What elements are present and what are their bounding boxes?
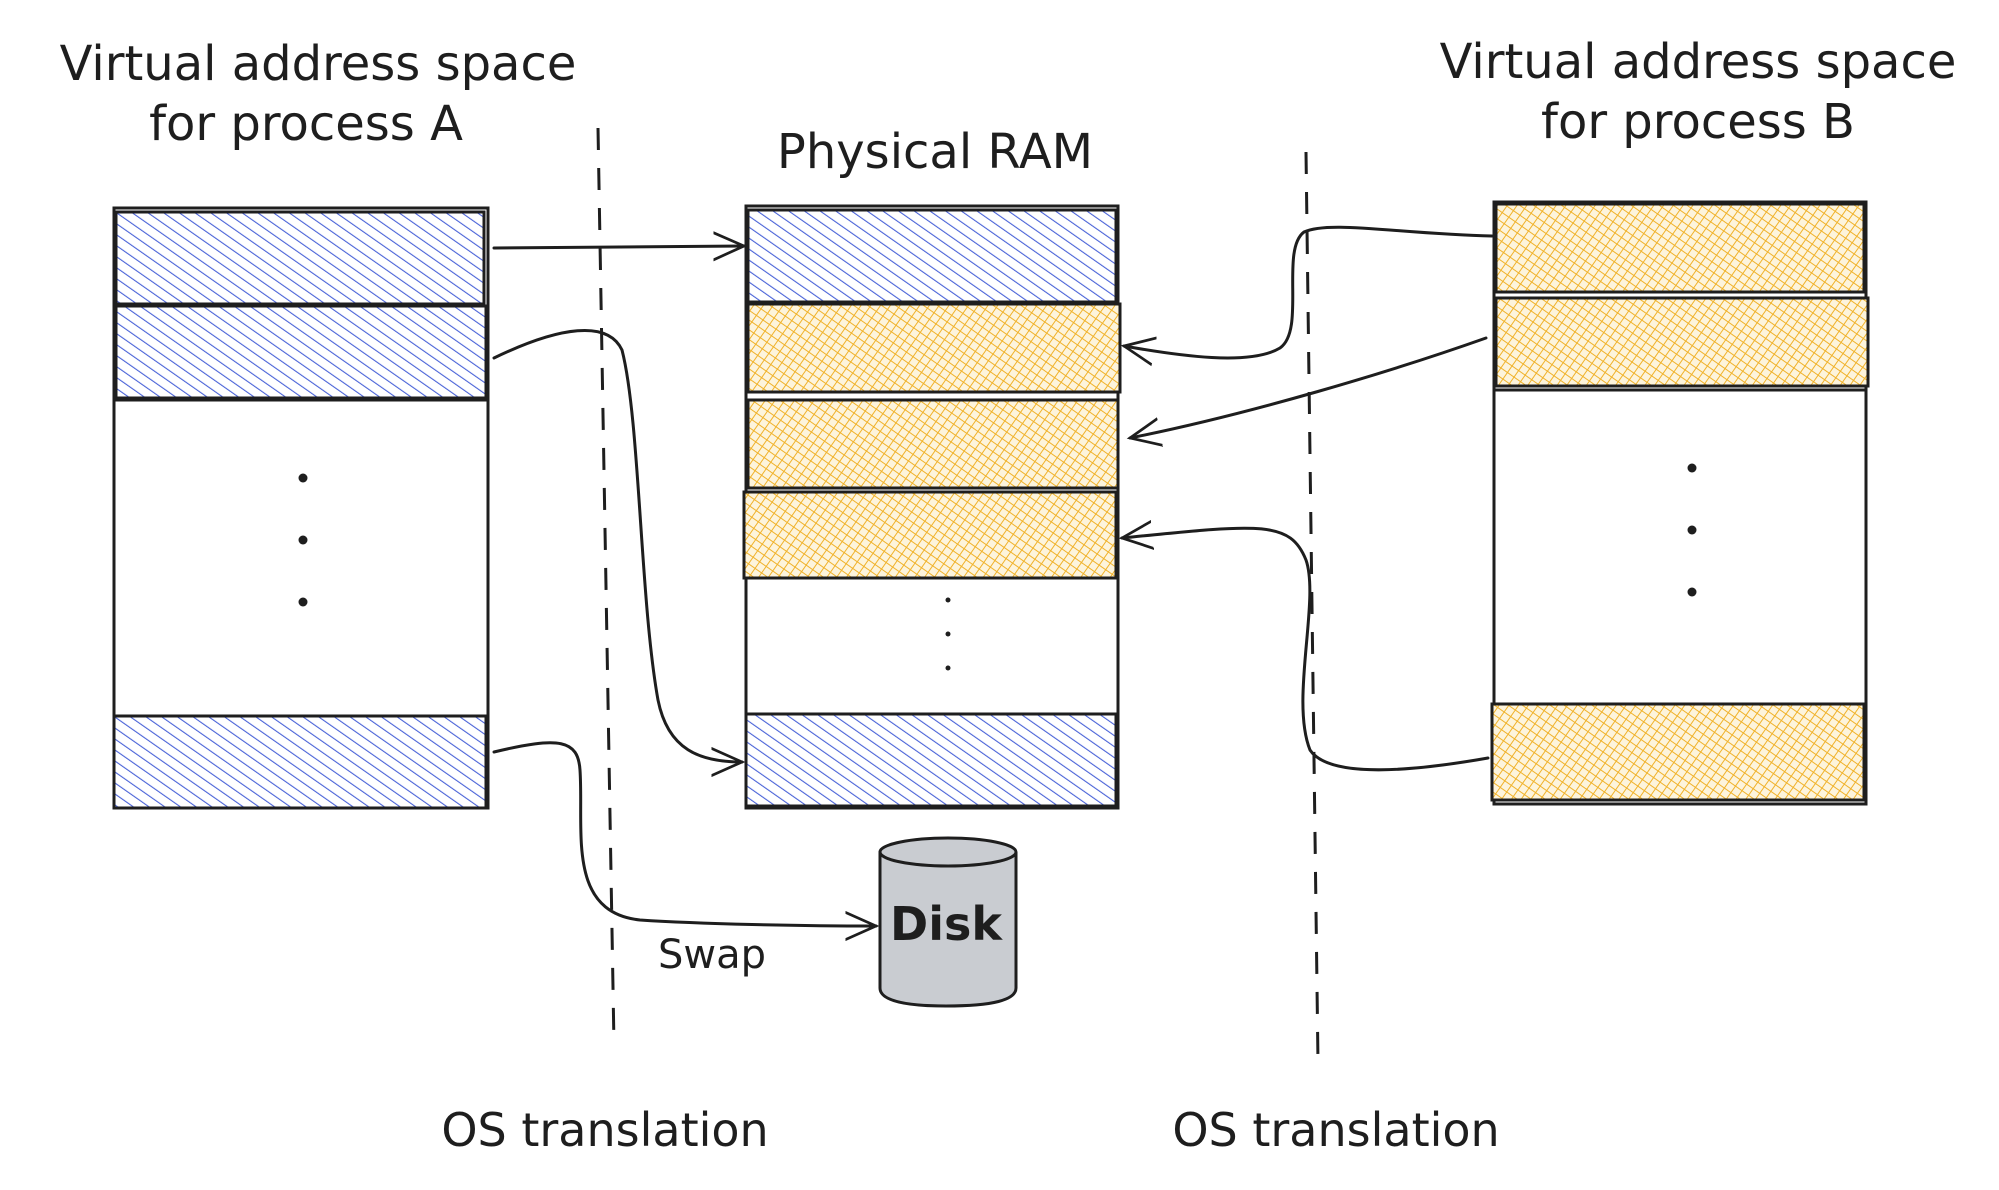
os-translation-right-label: OS translation	[1172, 1103, 1499, 1157]
left-divider-line	[596, 127, 616, 1046]
ram-frame-4-process-b	[742, 490, 1118, 580]
arrow-a1-to-ram1	[492, 246, 744, 248]
process-a-ellipsis-dot	[298, 597, 308, 607]
disk: Disk	[878, 836, 1018, 1008]
swap-label: Swap	[658, 932, 766, 978]
process-b-ellipsis-dot	[1687, 525, 1697, 535]
ram-ellipsis-dot	[945, 597, 951, 603]
disk-top	[878, 836, 1018, 868]
process-b-page-2	[1494, 296, 1870, 388]
process-b-title-line1: Virtual address space	[1440, 34, 1957, 90]
process-a-page-3	[112, 714, 488, 810]
ram-frame-1-process-a	[746, 208, 1118, 304]
arrow-b3-to-ram4	[1122, 528, 1490, 772]
ram-frame-6-process-a	[744, 712, 1118, 808]
process-a-ellipsis-dot	[298, 473, 308, 483]
ram-frame-2-process-b	[746, 302, 1122, 394]
process-a-page-2	[114, 304, 488, 400]
arrow-a2-to-ram6	[492, 328, 742, 762]
process-a-ellipsis-dot	[298, 535, 308, 545]
ram-ellipsis-dot	[945, 665, 951, 671]
arrow-a3-to-disk-swap	[492, 741, 876, 926]
process-b-title: Virtual address space for process B	[1440, 34, 1957, 150]
process-a-address-space	[112, 206, 490, 810]
arrow-b1-to-ram2	[1124, 225, 1494, 358]
process-b-ellipsis-dot	[1687, 463, 1697, 473]
physical-ram-title: Physical RAM	[777, 124, 1093, 180]
process-b-page-1	[1494, 202, 1866, 294]
process-a-title-line1: Virtual address space	[60, 36, 577, 92]
process-b-ellipsis-dot	[1687, 587, 1697, 597]
process-a-page-1	[114, 210, 486, 306]
process-b-page-3	[1490, 702, 1866, 802]
ram-ellipsis-dot	[945, 631, 951, 637]
process-b-title-line2: for process B	[1541, 94, 1855, 150]
disk-body	[878, 852, 1018, 1008]
process-b-address-space	[1490, 200, 1870, 806]
right-divider-line	[1304, 151, 1320, 1063]
arrow-b2-to-ram3	[1130, 336, 1488, 438]
os-translation-left-label: OS translation	[441, 1103, 768, 1157]
ram-frame-3-process-b	[746, 398, 1120, 490]
process-a-title-line2: for process A	[149, 96, 463, 152]
physical-ram	[742, 204, 1122, 810]
disk-label: Disk	[890, 897, 1003, 951]
process-a-title: Virtual address space for process A	[60, 36, 577, 152]
